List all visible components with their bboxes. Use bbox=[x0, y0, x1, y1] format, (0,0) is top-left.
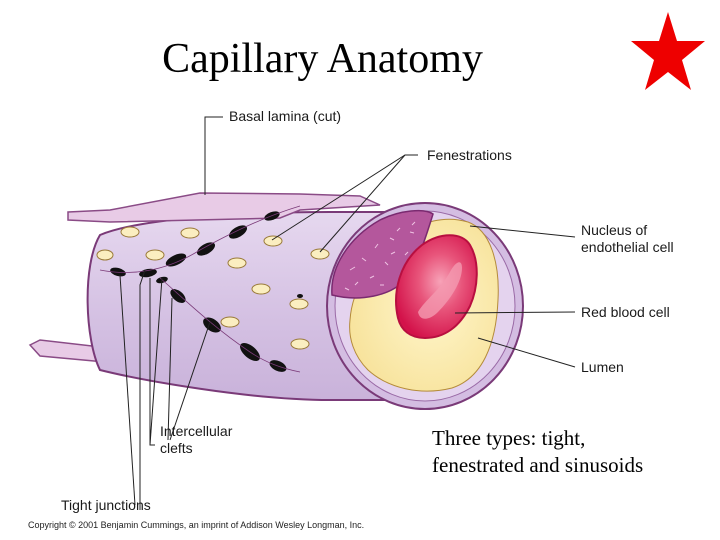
label-nucleus-line1: Nucleus of bbox=[581, 222, 648, 238]
slide-title: Capillary Anatomy bbox=[0, 38, 720, 80]
label-nucleus: Nucleus of endothelial cell bbox=[581, 222, 674, 256]
basal-lamina-top bbox=[67, 192, 381, 223]
label-intercellular-clefts: Intercellular clefts bbox=[160, 423, 232, 457]
label-tight-junctions: Tight junctions bbox=[61, 497, 151, 513]
copyright-notice: Copyright © 2001 Benjamin Cummings, an i… bbox=[28, 520, 365, 530]
note-line1: Three types: tight, bbox=[432, 426, 586, 450]
label-nucleus-line2: endothelial cell bbox=[581, 239, 674, 255]
note-line2: fenestrated and sinusoids bbox=[432, 453, 644, 477]
label-clefts-line1: Intercellular bbox=[160, 423, 233, 439]
label-fenestrations: Fenestrations bbox=[427, 147, 512, 163]
rbc-shape bbox=[395, 234, 478, 340]
label-basal-lamina: Basal lamina (cut) bbox=[229, 108, 342, 124]
label-red-blood-cell: Red blood cell bbox=[581, 304, 670, 320]
note-text: Three types: tight, fenestrated and sinu… bbox=[432, 425, 643, 479]
label-clefts-line2: clefts bbox=[160, 440, 193, 456]
nucleus-shape bbox=[331, 209, 434, 299]
title-text: Capillary Anatomy bbox=[162, 36, 483, 82]
star-icon bbox=[631, 12, 705, 90]
label-lumen: Lumen bbox=[581, 359, 624, 375]
